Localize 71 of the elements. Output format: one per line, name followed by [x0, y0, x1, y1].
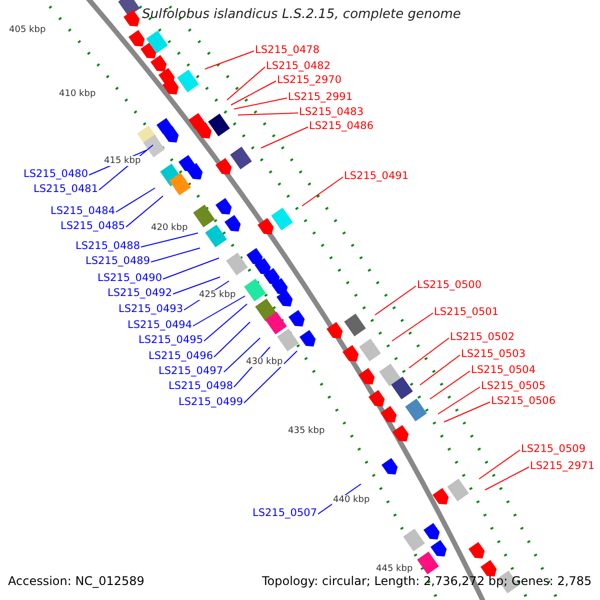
- gene-label: LS215_0493: [118, 303, 183, 315]
- leader-line: [230, 80, 276, 106]
- leader-line: [234, 98, 288, 110]
- map-title: Sulfolobus islandicus L.S.2.15, complete genome: [142, 7, 461, 22]
- gene-label: LS215_0506: [491, 395, 556, 407]
- leader-line: [224, 338, 260, 372]
- leader-line: [420, 354, 460, 386]
- gene-label: LS215_0502: [450, 331, 515, 343]
- gene-label: LS215_0485: [60, 220, 125, 232]
- gene-label: LS215_0482: [266, 60, 331, 72]
- gene-label: LS215_0500: [417, 279, 482, 291]
- leader-line: [140, 232, 198, 248]
- leader-line: [484, 466, 530, 490]
- scale-tick-label: 405 kbp: [8, 25, 47, 35]
- leader-line: [260, 126, 308, 148]
- gene-label: LS215_0499: [178, 396, 243, 408]
- leader-line: [438, 386, 480, 414]
- gene-label: LS215_0496: [148, 350, 213, 362]
- leader-line: [172, 276, 220, 294]
- gene-label: LS215_0495: [138, 334, 203, 346]
- leader-line: [204, 50, 254, 70]
- leader-line: [374, 286, 416, 316]
- leader-line: [116, 188, 156, 212]
- gene-label: LS215_0478: [255, 44, 320, 56]
- gene-label: LS215_0505: [481, 380, 546, 392]
- gene-label: LS215_0509: [521, 443, 586, 455]
- gene-label: LS215_0492: [107, 287, 172, 299]
- gene-label: LS215_0498: [168, 380, 233, 392]
- leader-line: [162, 258, 220, 280]
- leader-line: [204, 304, 248, 342]
- gene-label: LS215_0503: [461, 348, 526, 360]
- accession-text: Accession: NC_012589: [8, 574, 144, 588]
- leader-line: [430, 370, 470, 400]
- leader-line: [238, 112, 298, 116]
- leader-line: [214, 322, 250, 358]
- scale-tick-label: 440 kbp: [332, 495, 371, 505]
- gene-label: LS215_2970: [277, 74, 342, 86]
- leader-line: [126, 196, 164, 228]
- gene-label: LS215_0491: [344, 170, 409, 182]
- scale-tick-label: 435 kbp: [287, 426, 326, 436]
- gene-label: LS215_0486: [309, 120, 374, 132]
- leader-line: [226, 66, 266, 100]
- gene-label: LS215_2971: [530, 460, 595, 472]
- gene-label: LS215_0483: [299, 106, 364, 118]
- gene-label: LS215_0507: [252, 507, 317, 519]
- gene-label: LS215_0490: [97, 272, 162, 284]
- gene-label: LS215_0480: [23, 168, 88, 180]
- gene-label: LS215_0488: [75, 240, 140, 252]
- leader-line: [244, 350, 298, 404]
- leader-line: [392, 312, 434, 342]
- gene-label: LS215_0497: [158, 365, 223, 377]
- scale-tick-label: 425 kbp: [198, 290, 237, 300]
- leader-line: [192, 296, 246, 326]
- leader-line: [478, 450, 520, 480]
- topology-text: Topology: circular; Length: 2,736,272 bp; Genes: 2,785: [262, 574, 592, 588]
- gene-label: LS215_0501: [434, 306, 499, 318]
- scale-tick-label: 410 kbp: [58, 89, 97, 99]
- scale-tick-label: 415 kbp: [103, 156, 142, 166]
- leader-line: [408, 338, 450, 368]
- gene-label: LS215_0481: [33, 183, 98, 195]
- gene-label: LS215_0489: [85, 255, 150, 267]
- scale-tick-label: 445 kbp: [375, 564, 414, 574]
- leader-line: [302, 176, 344, 206]
- leader-line: [150, 248, 200, 262]
- gene-label: LS215_0494: [127, 319, 192, 331]
- gene-label: LS215_0504: [471, 364, 536, 376]
- leader-line: [444, 402, 490, 422]
- scale-tick-label: 430 kbp: [245, 357, 284, 367]
- scale-tick-label: 420 kbp: [150, 223, 189, 233]
- gene-label: LS215_2991: [288, 91, 353, 103]
- gene-label: LS215_0484: [50, 205, 115, 217]
